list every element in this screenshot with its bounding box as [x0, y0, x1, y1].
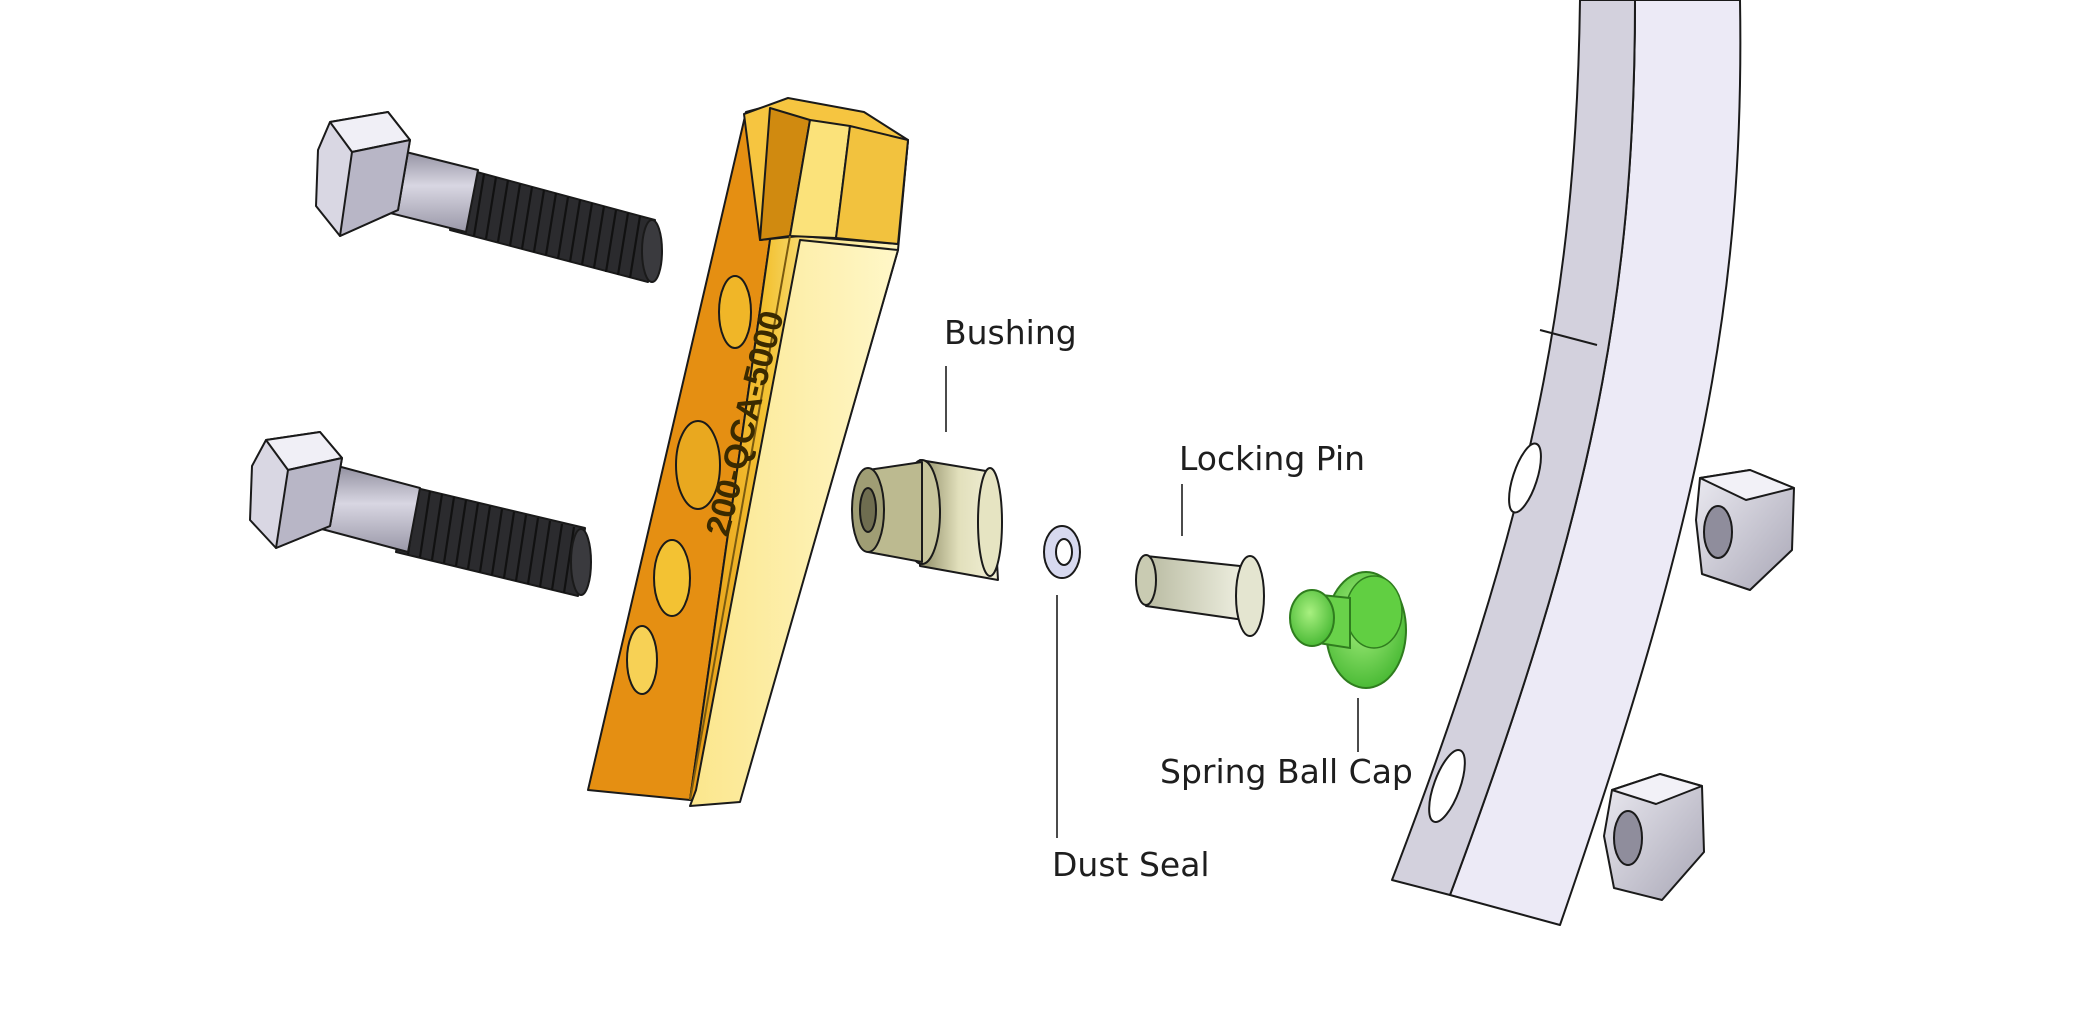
spring-ball-cap	[1289, 571, 1407, 689]
locking-pin-label: Locking Pin	[1179, 439, 1365, 478]
locking-pin	[1135, 554, 1265, 637]
callout-spring-ball-cap: Spring Ball Cap	[1160, 698, 1413, 791]
adapter-top-bevel-right	[835, 125, 909, 245]
lower-bolt-tip	[570, 528, 592, 596]
adapter-front-face	[689, 239, 899, 807]
locking-pin-shaft	[1145, 555, 1245, 621]
adapter-recess-2	[675, 420, 721, 510]
upper-hex-bolt	[315, 111, 663, 283]
dust-seal-label: Dust Seal	[1052, 845, 1210, 884]
bushing	[851, 459, 1003, 581]
locking-pin-head	[1235, 555, 1265, 637]
shroud-hole-lower	[1428, 749, 1466, 823]
upper-hex-nut	[1695, 469, 1795, 591]
adapter-recess-4	[626, 625, 658, 695]
spring-ball-cap-flange-face	[1345, 575, 1403, 649]
callout-bushing: Bushing	[944, 313, 1077, 432]
shroud-hole-upper	[1508, 442, 1542, 514]
shroud-edge	[1391, 0, 1636, 896]
lower-hex-nut	[1603, 773, 1705, 901]
spring-ball-cap-label: Spring Ball Cap	[1160, 752, 1413, 791]
upper-bolt-tip	[641, 219, 663, 283]
upper-nut-top	[1699, 469, 1795, 501]
lower-nut-bore	[1613, 810, 1643, 866]
callout-dust-seal: Dust Seal	[1052, 595, 1210, 884]
lip-shroud	[1391, 0, 1742, 926]
upper-bolt-thread-ridges	[460, 169, 642, 279]
locking-pin-end	[1135, 554, 1157, 606]
lower-hex-bolt	[249, 431, 592, 597]
callout-locking-pin: Locking Pin	[1179, 439, 1365, 536]
dust-seal	[1043, 525, 1081, 579]
bushing-label: Bushing	[944, 313, 1077, 352]
lower-nut-top	[1611, 773, 1703, 805]
bushing-bore	[859, 487, 877, 533]
lower-bolt-thread	[395, 485, 586, 597]
adapter-groove-line	[689, 235, 791, 801]
adapter: 200-QCA-5000	[587, 97, 909, 807]
dust-seal-hole	[1055, 538, 1073, 566]
lower-bolt-hex-side	[275, 457, 343, 549]
upper-nut-bore	[1703, 505, 1733, 559]
spring-ball-cap-dome	[1289, 589, 1335, 647]
adapter-recess-1	[718, 275, 752, 349]
shroud-segment-line	[1539, 329, 1598, 346]
bushing-right-face	[977, 467, 1003, 577]
upper-bolt-thread	[449, 167, 656, 283]
adapter-recess-3	[653, 539, 691, 617]
upper-bolt-hex-side	[339, 139, 411, 237]
